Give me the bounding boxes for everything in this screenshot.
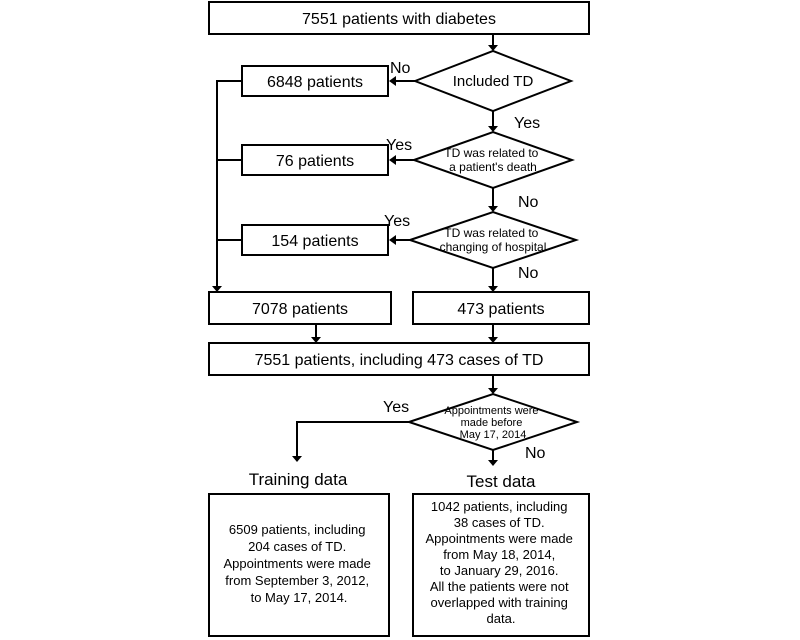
test-line: data.	[487, 611, 516, 626]
td-total-box: 473 patients	[412, 291, 590, 325]
yes-label: Yes	[383, 399, 409, 416]
hospital-line: TD was related to	[444, 226, 538, 240]
test-line: overlapped with training	[431, 595, 568, 610]
appointments-line: May 17, 2014	[460, 429, 527, 441]
death-diamond: TD was related to a patient's death	[411, 130, 575, 190]
appointments-line: made before	[461, 417, 523, 429]
death-line: TD was related to	[444, 146, 538, 160]
test-box-text: 1042 patients, including 38 cases of TD.…	[425, 499, 576, 626]
top-box-label: 7551 patients with diabetes	[302, 11, 496, 28]
training-line: from September 3, 2012,	[225, 573, 369, 588]
appointments-diamond: Appointments were made before May 17, 20…	[405, 392, 581, 452]
test-box: 1042 patients, including 38 cases of TD.…	[412, 493, 590, 637]
test-line: All the patients were not	[430, 579, 569, 594]
no-label: No	[518, 265, 539, 282]
training-line: to May 17, 2014.	[251, 590, 348, 605]
hospital-box: 154 patients	[241, 224, 389, 256]
td-total-label: 473 patients	[457, 301, 544, 318]
connectors	[212, 34, 498, 466]
test-data-heading: Test data	[467, 472, 537, 491]
yes-label: Yes	[384, 213, 410, 230]
included-td-diamond: Included TD	[412, 49, 574, 113]
death-box: 76 patients	[241, 144, 389, 176]
hospital-diamond: TD was related to changing of hospital	[406, 210, 580, 270]
test-line: 1042 patients, including	[431, 499, 568, 514]
no-label: No	[518, 194, 539, 211]
yes-label: Yes	[514, 115, 540, 132]
appointments-line: Appointments were	[444, 405, 538, 417]
non-td-total-label: 7078 patients	[252, 301, 348, 318]
training-box: 6509 patients, including 204 cases of TD…	[208, 493, 390, 637]
hospital-box-label: 154 patients	[271, 233, 358, 250]
hospital-line: changing of hospital	[440, 240, 547, 254]
test-line: to January 29, 2016.	[440, 563, 559, 578]
top-box: 7551 patients with diabetes	[208, 1, 590, 35]
death-line: a patient's death	[449, 160, 537, 174]
yes-label: Yes	[386, 137, 412, 154]
no-td-box: 6848 patients	[241, 65, 389, 97]
appointments-diamond-text: Appointments were made before May 17, 20…	[444, 405, 541, 441]
training-line: 6509 patients, including	[229, 522, 366, 537]
test-line: Appointments were made	[425, 531, 572, 546]
training-line: 204 cases of TD.	[248, 539, 346, 554]
non-td-total-box: 7078 patients	[208, 291, 392, 325]
no-td-box-label: 6848 patients	[267, 74, 363, 91]
training-line: Appointments were made	[223, 556, 370, 571]
death-box-label: 76 patients	[276, 153, 354, 170]
death-diamond-text: TD was related to a patient's death	[444, 146, 541, 174]
no-label: No	[390, 60, 411, 77]
hospital-diamond-text: TD was related to changing of hospital	[440, 226, 547, 254]
no-label: No	[525, 445, 546, 462]
test-line: 38 cases of TD.	[454, 515, 545, 530]
test-line: from May 18, 2014,	[443, 547, 555, 562]
combined-box-label: 7551 patients, including 473 cases of TD	[255, 352, 544, 369]
included-td-label: Included TD	[453, 73, 534, 90]
combined-box: 7551 patients, including 473 cases of TD	[208, 342, 590, 376]
training-data-heading: Training data	[249, 470, 348, 489]
training-box-text: 6509 patients, including 204 cases of TD…	[223, 522, 374, 605]
